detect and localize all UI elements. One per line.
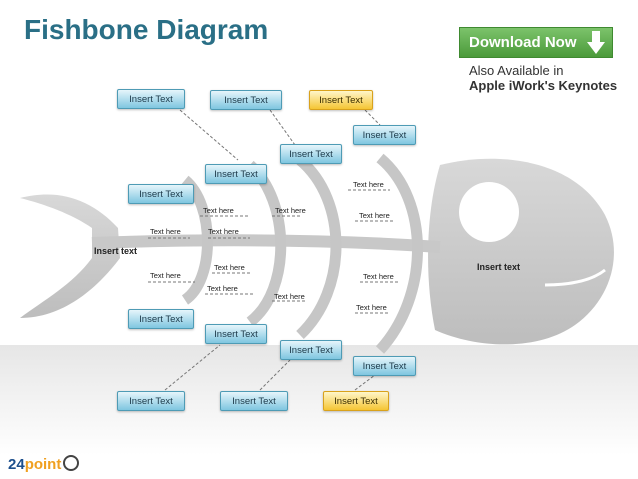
text-label-4: Text here bbox=[275, 206, 306, 215]
text-label-12: Text here bbox=[356, 303, 387, 312]
page-title: Fishbone Diagram bbox=[24, 14, 269, 45]
cause-box-6[interactable]: Insert Text bbox=[205, 164, 267, 184]
download-label: Download Now bbox=[469, 34, 577, 51]
download-arrow-icon bbox=[587, 31, 605, 54]
head-label: Insert text bbox=[477, 262, 521, 272]
fish-head bbox=[428, 158, 614, 345]
cause-box-12[interactable]: Insert Text bbox=[117, 391, 185, 411]
logo: 24point bbox=[8, 455, 80, 473]
cause-box-9[interactable]: Insert Text bbox=[205, 324, 267, 344]
fish-tail bbox=[20, 194, 120, 318]
cause-box-7[interactable]: Insert Text bbox=[128, 184, 194, 204]
cause-box-14[interactable]: Insert Text bbox=[323, 391, 389, 411]
text-label-2: Text here bbox=[208, 227, 239, 236]
keynote-text: Apple iWork's Keynotes bbox=[469, 78, 618, 93]
cause-box-2[interactable]: Insert Text bbox=[210, 90, 282, 110]
cause-box-1[interactable]: Insert Text bbox=[117, 89, 185, 109]
text-label-8: Text here bbox=[214, 263, 245, 272]
cause-box-10[interactable]: Insert Text bbox=[280, 340, 342, 360]
cause-box-11[interactable]: Insert Text bbox=[353, 356, 416, 376]
cause-box-4[interactable]: Insert Text bbox=[353, 125, 416, 145]
text-label-9: Text here bbox=[207, 284, 238, 293]
text-label-7: Text here bbox=[150, 271, 181, 280]
cause-box-8[interactable]: Insert Text bbox=[128, 309, 194, 329]
also-available-text: Also Available in bbox=[469, 63, 564, 78]
cause-box-3[interactable]: Insert Text bbox=[309, 90, 373, 110]
download-button[interactable]: Download Now bbox=[459, 27, 613, 58]
fish-eye bbox=[459, 182, 519, 242]
tail-label: Insert text bbox=[94, 246, 138, 256]
text-label-1: Text here bbox=[150, 227, 181, 236]
text-label-5: Text here bbox=[353, 180, 384, 189]
clock-icon bbox=[63, 455, 80, 471]
text-label-11: Text here bbox=[363, 272, 394, 281]
fish-spine bbox=[91, 234, 441, 253]
cause-box-5[interactable]: Insert Text bbox=[280, 144, 342, 164]
text-label-6: Text here bbox=[359, 211, 390, 220]
text-label-10: Text here bbox=[274, 292, 305, 301]
cause-box-13[interactable]: Insert Text bbox=[220, 391, 288, 411]
floor-reflection bbox=[0, 345, 638, 455]
text-label-3: Text here bbox=[203, 206, 234, 215]
